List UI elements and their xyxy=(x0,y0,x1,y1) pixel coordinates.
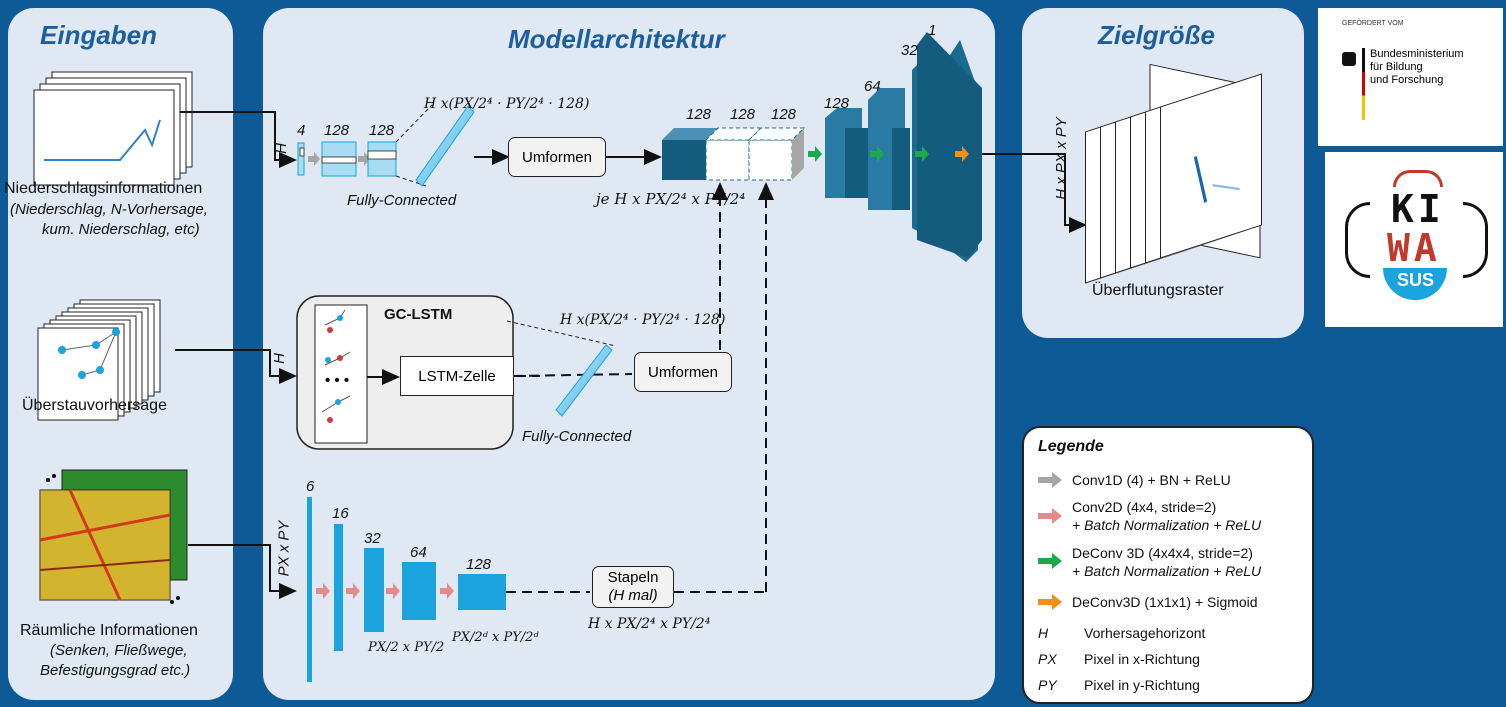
legend-item-1a: Conv2D (4x4, stride=2) xyxy=(1072,499,1217,515)
target-side-label: H x PX x PY xyxy=(1052,117,1070,200)
reshape-top-box: Umformen xyxy=(508,137,606,177)
fc-mid-label: Fully-Connected xyxy=(522,428,632,445)
bmbf-logo: GEFÖRDERT VOM Bundesministerium für Bild… xyxy=(1318,8,1503,146)
reshape-mid-box: Umformen xyxy=(634,352,732,392)
legend-def-0-text: Vorhersagehorizont xyxy=(1084,625,1206,641)
bottom-dim-4: 128 xyxy=(466,556,492,573)
target-caption: Überflutungsraster xyxy=(1092,282,1224,299)
legend: Legende Conv1D (4) + BN + ReLU Conv2D (4… xyxy=(1022,426,1314,704)
bottom-dim-1: 16 xyxy=(332,505,349,522)
spatial-title: Räumliche Informationen xyxy=(20,622,198,639)
legend-def-2-text: Pixel in y-Richtung xyxy=(1084,677,1200,693)
kiwa-mid: WA xyxy=(1387,226,1441,270)
cube-dim-2: 128 xyxy=(771,106,797,123)
spatial-sub1: (Senken, Fließwege, xyxy=(50,642,188,659)
model-title: Modellarchitektur xyxy=(508,24,725,54)
overflow-graph-stack xyxy=(37,299,161,421)
legend-def-0-sym: H xyxy=(1038,625,1049,641)
dots: • • • xyxy=(325,372,350,389)
formula-stack: H x PX/2⁴ x PY/2⁴ xyxy=(588,616,711,632)
bmbf-header: GEFÖRDERT VOM xyxy=(1342,20,1404,27)
legend-title: Legende xyxy=(1038,438,1104,455)
deconv-dim-1: 64 xyxy=(864,78,881,95)
precip-sub2: kum. Niederschlag, etc) xyxy=(42,221,200,238)
bottom-dim-3: 64 xyxy=(410,544,427,561)
precip-sub1: (Niederschlag, N-Vorhersage, xyxy=(10,201,208,218)
feature-cube xyxy=(662,127,806,181)
legend-item-1b: + Batch Normalization + ReLU xyxy=(1072,517,1262,533)
precip-title: Niederschlagsinformationen xyxy=(4,180,203,197)
legend-def-2-sym: PY xyxy=(1038,677,1057,693)
top-dim-2: 128 xyxy=(369,122,395,139)
kiwa-logo: KI WA SUS xyxy=(1325,152,1503,327)
top-dim-0: 4 xyxy=(297,122,306,139)
lstm-cell-box: LSTM-Zelle xyxy=(400,356,514,396)
spatial-sub2: Befestigungsgrad etc.) xyxy=(40,662,191,679)
top-H-label: H xyxy=(272,143,290,154)
target-title: Zielgröße xyxy=(1098,20,1216,50)
bmbf-line2: für Bildung xyxy=(1370,61,1423,73)
gclstm-label: GC-LSTM xyxy=(384,306,453,323)
stack-line1: Stapeln xyxy=(607,569,659,586)
legend-item-2a: DeConv 3D (4x4x4, stride=2) xyxy=(1072,545,1253,561)
stack-box: Stapeln (H mal) xyxy=(592,566,674,608)
legend-def-1-sym: PX xyxy=(1038,651,1057,667)
overflow-title: Überstauvorhersage xyxy=(22,397,167,414)
eagle-icon xyxy=(1342,52,1356,66)
precip-chart-stack xyxy=(33,71,193,186)
legend-arrow-conv2d xyxy=(1038,508,1062,524)
deconv-blocks xyxy=(825,32,982,262)
formula-mid: H x(PX/2⁴ · PY/2⁴ · 128) xyxy=(560,312,726,328)
kiwa-bottom: SUS xyxy=(1397,270,1435,290)
legend-arrow-deconv xyxy=(1038,553,1062,569)
bmbf-line3: und Forschung xyxy=(1370,74,1444,86)
legend-item-2b: + Batch Normalization + ReLU xyxy=(1072,563,1262,579)
legend-arrow-sigmoid xyxy=(1038,594,1062,610)
mid-H-label: H xyxy=(270,353,288,364)
formula-top: H x(PX/2⁴ · PY/2⁴ · 128) xyxy=(424,96,590,112)
formula-je: je H x PX/2⁴ x PY/2⁴ xyxy=(596,190,746,208)
cube-dim-1: 128 xyxy=(730,106,756,123)
deconv-dim-3: 1 xyxy=(928,22,937,39)
formula-d: PX/2ᵈ x PY/2ᵈ xyxy=(452,630,539,645)
legend-arrow-conv1d xyxy=(1038,472,1062,488)
stack-line2: (H mal) xyxy=(608,587,658,604)
deconv-dim-2: 32 xyxy=(901,42,918,59)
bottom-dim-2: 32 xyxy=(364,530,381,547)
legend-item-3: DeConv3D (1x1x1) + Sigmoid xyxy=(1072,594,1258,610)
cube-dim-0: 128 xyxy=(686,106,712,123)
deconv-dim-0: 128 xyxy=(824,95,850,112)
fc-top-label: Fully-Connected xyxy=(347,192,457,209)
formula-half: PX/2 x PY/2 xyxy=(368,640,445,655)
target-raster xyxy=(1085,73,1275,284)
bottom-dim-0: 6 xyxy=(306,478,315,495)
kiwa-top: KI xyxy=(1391,187,1445,231)
inputs-title: Eingaben xyxy=(40,20,158,50)
legend-def-1-text: Pixel in x-Richtung xyxy=(1084,651,1200,667)
top-dim-1: 128 xyxy=(324,122,350,139)
spatial-map-stack xyxy=(39,469,188,604)
bottom-input-label: PX x PY xyxy=(275,520,293,577)
legend-item-0: Conv1D (4) + BN + ReLU xyxy=(1072,472,1231,488)
bmbf-line1: Bundesministerium xyxy=(1370,48,1464,60)
